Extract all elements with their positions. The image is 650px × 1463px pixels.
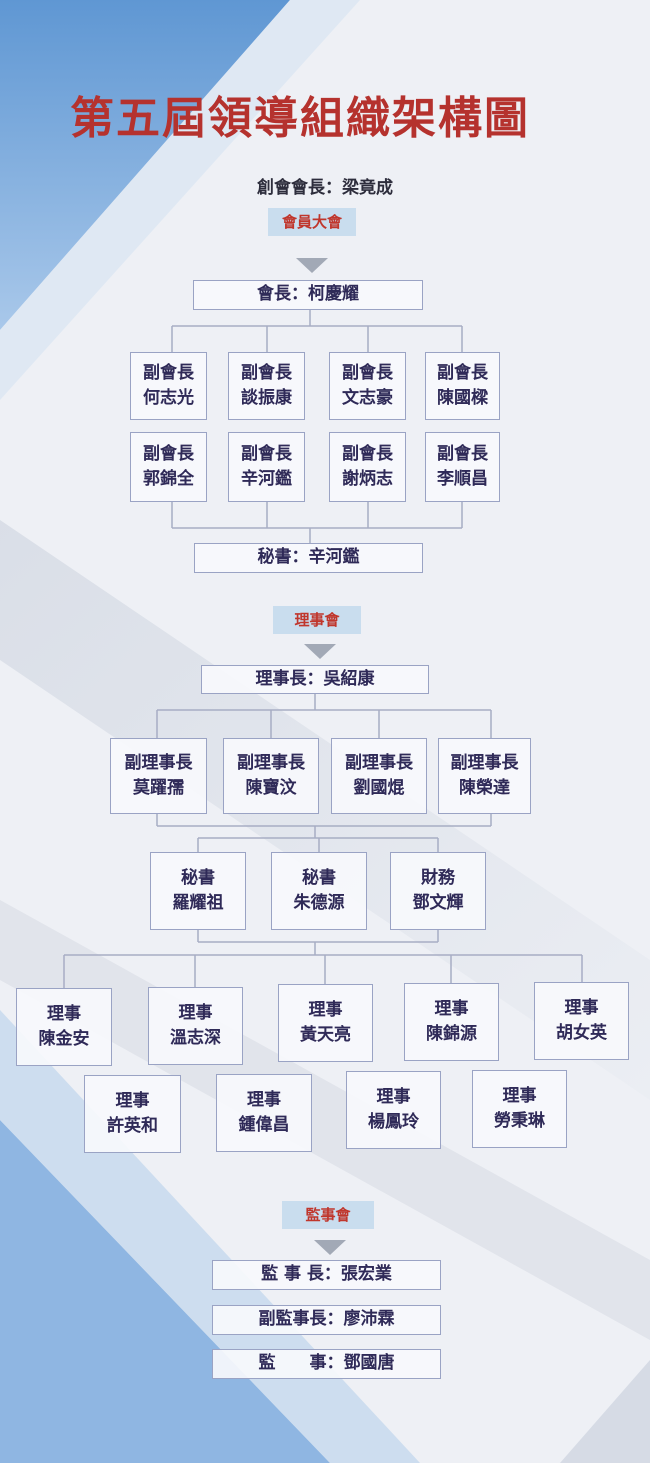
chairman-label: 理事長：吳紹康 [255, 668, 375, 689]
officer-name: 羅耀祖 [172, 893, 224, 913]
founder-label: 創會會長：梁竟成 [257, 178, 393, 198]
vice-president-box: 副會長談振康 [228, 352, 305, 420]
director-name: 許英和 [107, 1116, 158, 1136]
director-name: 陳錦源 [426, 1024, 477, 1044]
vice-president-box: 副會長郭錦全 [130, 432, 207, 502]
vice-president-name: 談振康 [241, 388, 292, 408]
vice-president-name: 何志光 [143, 388, 194, 408]
officer-role: 財務 [421, 867, 455, 888]
vice-president-box: 副會長文志豪 [329, 352, 406, 420]
section-tag-board: 理事會 [273, 606, 361, 634]
supervisor-box: 監 事：鄧國唐 [212, 1349, 441, 1379]
vice-president-box: 副會長李順昌 [425, 432, 500, 502]
down-arrow-icon [314, 1240, 346, 1255]
director-name: 楊鳳玲 [368, 1112, 419, 1132]
director-role: 理事 [247, 1089, 281, 1110]
vice-chairman-role: 副理事長 [345, 752, 413, 773]
president-label: 會長：柯慶耀 [257, 284, 359, 305]
director-role: 理事 [115, 1090, 150, 1111]
officer-role: 秘書 [302, 867, 336, 888]
vice-chairman-role: 副理事長 [450, 752, 519, 773]
officer-box: 秘書朱德源 [271, 852, 367, 930]
director-name: 黃天亮 [300, 1025, 351, 1045]
director-box: 理事楊鳳玲 [346, 1071, 441, 1149]
officer-role: 秘書 [181, 867, 215, 888]
director-box: 理事溫志深 [148, 987, 243, 1065]
vice-chairman-name: 莫躍孺 [133, 778, 184, 798]
vice-chairman-box: 副理事長莫躍孺 [110, 738, 207, 814]
down-arrow-icon [296, 258, 328, 273]
chief-supervisor-label: 監 事 長：張宏業 [261, 1264, 392, 1285]
vice-chairman-name: 陳寶汶 [245, 778, 297, 798]
vice-president-role: 副會長 [143, 443, 194, 464]
director-role: 理事 [376, 1086, 411, 1107]
vice-president-role: 副會長 [437, 362, 488, 383]
director-role: 理事 [308, 999, 343, 1020]
vice-president-box: 副會長辛河鑑 [228, 432, 305, 502]
director-role: 理事 [502, 1085, 537, 1106]
vice-president-box: 副會長謝炳志 [329, 432, 406, 502]
president-box: 會長：柯慶耀 [193, 280, 423, 310]
vice-president-role: 副會長 [342, 443, 393, 464]
director-role: 理事 [564, 997, 599, 1018]
vice-chairman-role: 副理事長 [124, 752, 193, 773]
director-box: 理事黃天亮 [278, 984, 373, 1062]
vice-president-box: 副會長陳國樑 [425, 352, 500, 420]
director-box: 理事陳錦源 [404, 983, 499, 1061]
vice-president-name: 謝炳志 [342, 469, 393, 489]
page-title: 第五屆領導組織架構圖 [70, 93, 530, 144]
director-name: 鍾偉昌 [238, 1115, 290, 1135]
vice-chairman-box: 副理事長陳榮達 [438, 738, 531, 814]
vice-president-role: 副會長 [241, 443, 292, 464]
vice-chairman-name: 陳榮達 [459, 778, 510, 798]
vice-president-name: 文志豪 [342, 388, 393, 408]
section-tag-supervisory: 監事會 [282, 1201, 374, 1229]
director-name: 溫志深 [170, 1028, 221, 1048]
director-name: 勞秉琳 [494, 1111, 545, 1131]
vice-chairman-name: 劉國焜 [353, 778, 405, 798]
officer-box: 財務鄧文輝 [390, 852, 486, 930]
director-box: 理事鍾偉昌 [216, 1074, 312, 1152]
officer-box: 秘書羅耀祖 [150, 852, 246, 930]
director-role: 理事 [434, 998, 469, 1019]
vice-president-box: 副會長何志光 [130, 352, 207, 420]
director-name: 胡女英 [556, 1023, 607, 1043]
vice-president-role: 副會長 [437, 443, 488, 464]
vice-chairman-box: 副理事長陳寶汶 [223, 738, 319, 814]
officer-name: 朱德源 [293, 893, 345, 913]
supervisor-label: 監 事：鄧國唐 [258, 1353, 395, 1374]
down-arrow-icon [304, 644, 336, 659]
chairman-box: 理事長：吳紹康 [201, 665, 429, 694]
vice-president-name: 李順昌 [437, 469, 488, 489]
section-tag-general-assembly: 會員大會 [268, 208, 356, 236]
vice-chief-supervisor-label: 副監事長：廖沛霖 [258, 1309, 395, 1330]
secretary-box: 秘書：辛河鑑 [194, 543, 423, 573]
vice-president-role: 副會長 [342, 362, 393, 383]
director-name: 陳金安 [38, 1029, 90, 1049]
vice-chairman-box: 副理事長劉國焜 [331, 738, 427, 814]
vice-president-name: 辛河鑑 [241, 469, 292, 489]
vice-president-name: 陳國樑 [437, 388, 488, 408]
director-box: 理事許英和 [84, 1075, 181, 1153]
vice-chairman-role: 副理事長 [237, 752, 305, 773]
director-box: 理事勞秉琳 [472, 1070, 567, 1148]
vice-president-role: 副會長 [143, 362, 194, 383]
vice-chief-supervisor-box: 副監事長：廖沛霖 [212, 1305, 441, 1335]
officer-name: 鄧文輝 [412, 893, 464, 913]
vice-president-name: 郭錦全 [143, 469, 194, 489]
secretary-label: 秘書：辛河鑑 [257, 547, 360, 568]
director-role: 理事 [178, 1002, 213, 1023]
chief-supervisor-box: 監 事 長：張宏業 [212, 1260, 441, 1290]
director-box: 理事胡女英 [534, 982, 629, 1060]
vice-president-role: 副會長 [241, 362, 292, 383]
director-box: 理事陳金安 [16, 988, 112, 1066]
director-role: 理事 [47, 1003, 81, 1024]
